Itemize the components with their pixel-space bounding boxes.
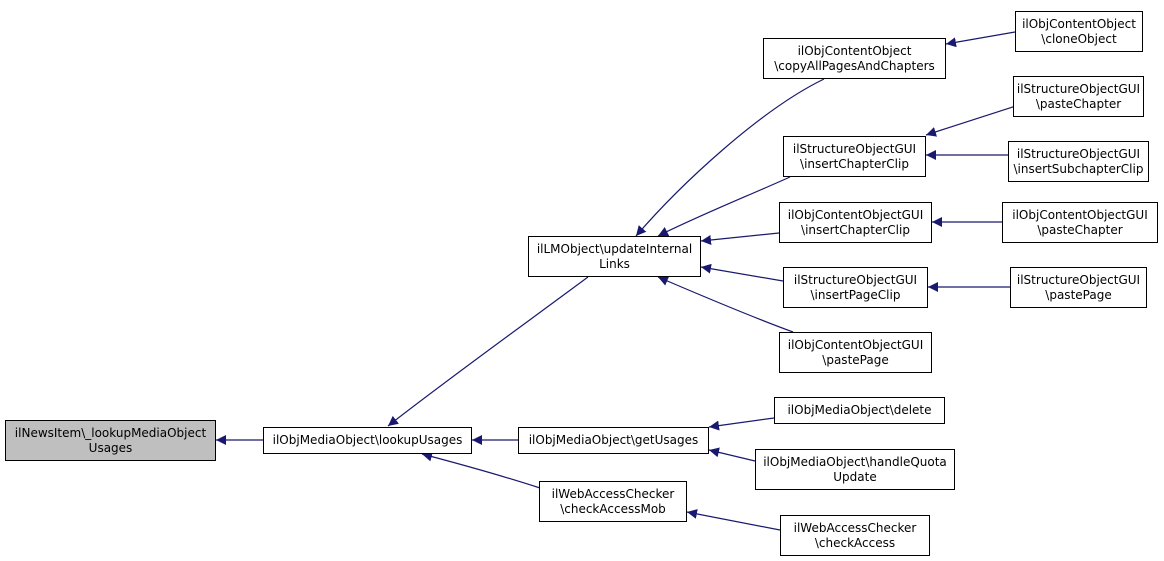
edges: [216, 31, 1026, 531]
edge-n5-n2: [635, 78, 825, 237]
node-label-line1: ilObjContentObjectGUI: [1012, 207, 1148, 222]
graph-node[interactable]: ilWebAccessChecker\checkAccessMob: [539, 481, 687, 522]
graph-node[interactable]: ilObjMediaObject\lookupUsages: [263, 427, 472, 454]
node-label-line1: ilObjContentObjectGUI: [787, 207, 924, 222]
graph-node[interactable]: ilStructureObjectGUI\insertPageClip: [783, 267, 928, 308]
edge-n4-n1: [421, 451, 541, 489]
graph-node[interactable]: ilStructureObjectGUI\insertSubchapterCli…: [1008, 141, 1149, 182]
node-label-line2: Update: [833, 469, 877, 484]
edge-n10-n5: [945, 31, 1016, 48]
edge-n7-n2: [700, 232, 780, 245]
graph-node[interactable]: ilStructureObjectGUI\pastePage: [1010, 267, 1147, 308]
node-label-line2: Links: [599, 256, 630, 271]
graph-node[interactable]: ilObjContentObject\cloneObject: [1015, 11, 1143, 52]
node-label-line1: ilObjContentObject: [797, 43, 912, 58]
node-label-line1: ilStructureObjectGUI: [1016, 272, 1141, 287]
node-label-line2: \pastePage: [822, 352, 889, 367]
graph-node[interactable]: ilStructureObjectGUI\insertChapterClip: [783, 136, 926, 177]
node-label-line1: ilLMObject\updateInternal: [536, 241, 693, 256]
graph-node[interactable]: ilObjContentObjectGUI\pastePage: [779, 332, 932, 373]
node-label-line2: \pasteChapter: [1035, 96, 1122, 111]
node-label-line2: \copyAllPagesAndChapters: [774, 58, 935, 73]
edge-n15-n3: [708, 417, 775, 431]
node-label-line2: \pastePage: [1045, 287, 1112, 302]
node-label-line1: ilStructureObjectGUI: [793, 272, 918, 287]
graph-node[interactable]: ilStructureObjectGUI\pasteChapter: [1013, 76, 1144, 117]
node-label-line1: ilWebAccessChecker: [551, 486, 675, 501]
node-label-line1: ilObjContentObject: [1022, 16, 1136, 31]
graph-node[interactable]: ilObjMediaObject\getUsages: [518, 427, 709, 454]
graph-node[interactable]: ilObjContentObjectGUI\insertChapterClip: [779, 202, 932, 243]
node-label-line2: \insertChapterClip: [801, 222, 910, 237]
graph-node[interactable]: ilObjMediaObject\delete: [774, 397, 945, 424]
edge-n8-n2: [700, 263, 784, 282]
node-label-line2: \insertChapterClip: [800, 156, 909, 171]
node-label-line2: \checkAccess: [814, 535, 896, 550]
edge-n11-n6: [925, 102, 1026, 137]
node-label-line1: ilObjMediaObject\lookupUsages: [272, 433, 463, 447]
node-label-line1: ilStructureObjectGUI: [792, 141, 917, 156]
node-label-line2: \checkAccessMob: [560, 501, 666, 516]
edge-n2-n1: [387, 276, 589, 427]
node-label-line1: ilStructureObjectGUI: [1016, 146, 1141, 161]
node-label-line2: \pasteChapter: [1037, 222, 1123, 237]
graph-node[interactable]: ilObjContentObject\copyAllPagesAndChapte…: [763, 38, 946, 79]
node-label-line1: ilObjContentObjectGUI: [787, 337, 924, 352]
node-label-line1: ilWebAccessChecker: [793, 520, 917, 535]
edge-n6-n2: [657, 176, 791, 237]
node-label-line1: ilNewsItem\_lookupMediaObject: [14, 425, 207, 440]
node-label-line2: \insertSubchapterClip: [1013, 161, 1144, 176]
node-label-line2: \cloneObject: [1041, 31, 1117, 46]
node-label-line2: Usages: [88, 440, 133, 455]
node-label-line1: ilObjMediaObject\delete: [787, 403, 932, 417]
edge-n17-n4: [686, 508, 781, 531]
node-label-line2: \insertPageClip: [810, 287, 901, 302]
node-label-line1: ilStructureObjectGUI: [1016, 81, 1141, 96]
edge-n9-n2: [657, 276, 794, 333]
node-label-line1: ilObjMediaObject\handleQuota: [763, 454, 947, 469]
graph-node[interactable]: ilWebAccessChecker\checkAccess: [780, 515, 930, 556]
graph-node[interactable]: ilObjContentObjectGUI\pasteChapter: [1002, 202, 1158, 243]
edge-n16-n3: [708, 447, 756, 462]
node-label-line1: ilObjMediaObject\getUsages: [528, 433, 699, 447]
